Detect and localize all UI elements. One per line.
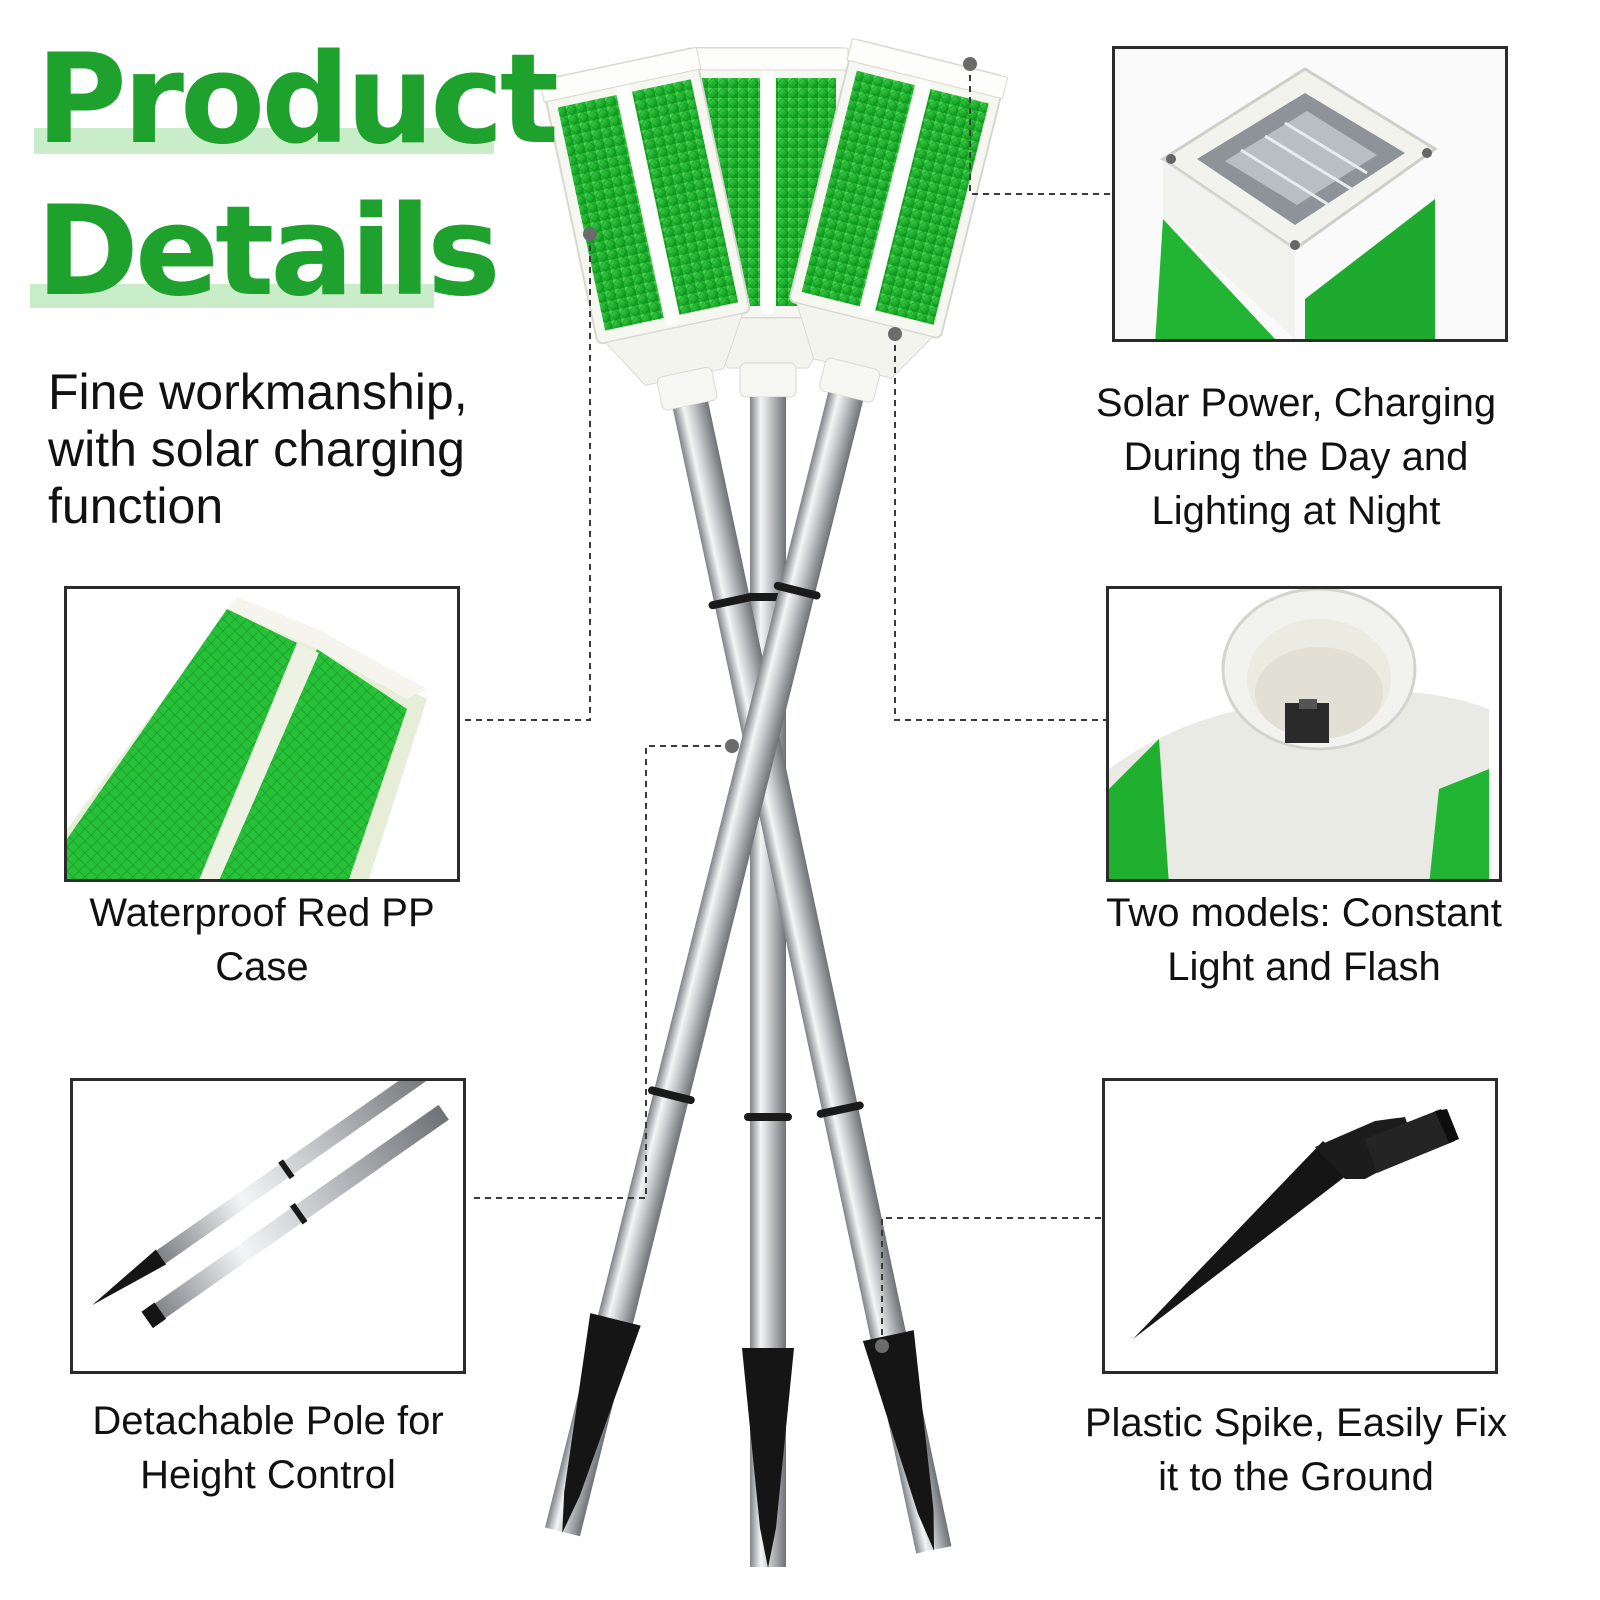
leader-pole <box>472 745 732 1199</box>
detail-panel-spike <box>1102 1078 1498 1374</box>
leader-solar <box>969 64 1110 195</box>
caption-case: Waterproof Red PP Case <box>89 891 435 989</box>
spike-closeup-image <box>1105 1081 1495 1371</box>
case-closeup-image <box>67 589 457 879</box>
title-highlight <box>30 284 434 308</box>
title-highlight <box>34 128 494 154</box>
caption-solar: Solar Power, Charging During the Day and… <box>1095 381 1497 533</box>
detail-panel-pole <box>70 1078 466 1374</box>
subtitle: Fine workmanship, with solar charging fu… <box>48 364 468 534</box>
detail-panel-case <box>64 586 460 882</box>
socket-closeup-image <box>1109 589 1499 879</box>
caption-pole: Detachable Pole for Height Control <box>92 1399 444 1497</box>
leader-spike <box>881 1217 1102 1346</box>
leader-case <box>460 234 591 721</box>
pole-parts-image <box>73 1081 463 1371</box>
leader-models <box>894 334 1106 721</box>
page-title-line2: Details <box>36 180 501 324</box>
caption-models: Two models: Constant Light and Flash <box>1106 891 1502 989</box>
detail-panel-models <box>1106 586 1502 882</box>
page-title-line1: Product <box>36 28 559 172</box>
detail-panel-solar <box>1112 46 1508 342</box>
solar-panel-image <box>1115 49 1505 339</box>
caption-spike: Plastic Spike, Easily Fix it to the Grou… <box>1084 1401 1508 1499</box>
